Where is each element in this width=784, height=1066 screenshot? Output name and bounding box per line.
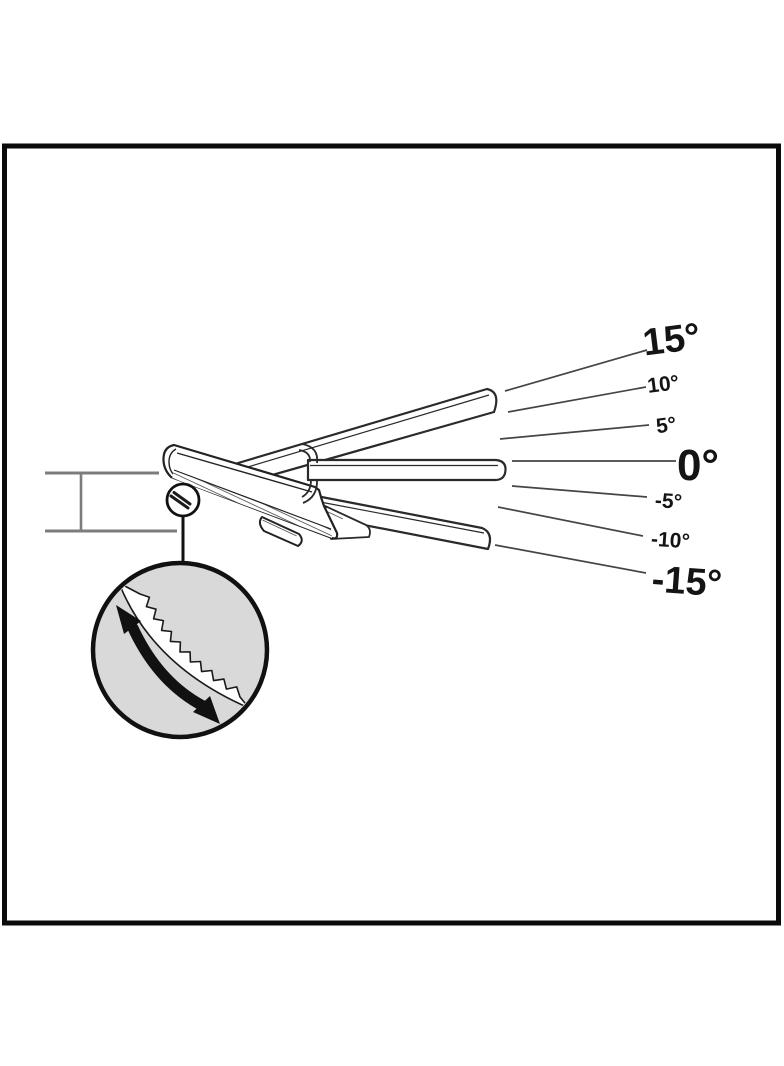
mounting-pole: [45, 471, 177, 533]
arm-up-15: [226, 387, 498, 489]
double-arrow-icon: [116, 605, 220, 724]
bracket-body: [162, 443, 339, 540]
pivot-fan: [298, 443, 319, 504]
angle-label-5: 5°: [655, 413, 678, 438]
angle-label-neg15: -15°: [650, 559, 723, 606]
angle-label-neg10: -10°: [650, 528, 690, 554]
angle-label-neg5: -5°: [654, 489, 683, 514]
angle-labels: 15° 10° 5° 0° -5° -10° -15°: [640, 316, 723, 606]
angle-label-15: 15°: [640, 316, 702, 365]
angle-leader-lines: [494, 349, 676, 574]
arm-down-15: [300, 492, 492, 551]
arm-level-0: [306, 458, 507, 482]
angle-label-0: 0°: [677, 441, 719, 490]
angle-label-10: 10°: [646, 371, 680, 398]
screw-callout-circle: [165, 482, 201, 518]
bracket-flange: [258, 516, 303, 547]
border-frame: [2, 143, 781, 926]
sawtooth-rack: [118, 582, 250, 709]
screw-icon: [169, 491, 192, 510]
detail-circle: [90, 560, 270, 740]
